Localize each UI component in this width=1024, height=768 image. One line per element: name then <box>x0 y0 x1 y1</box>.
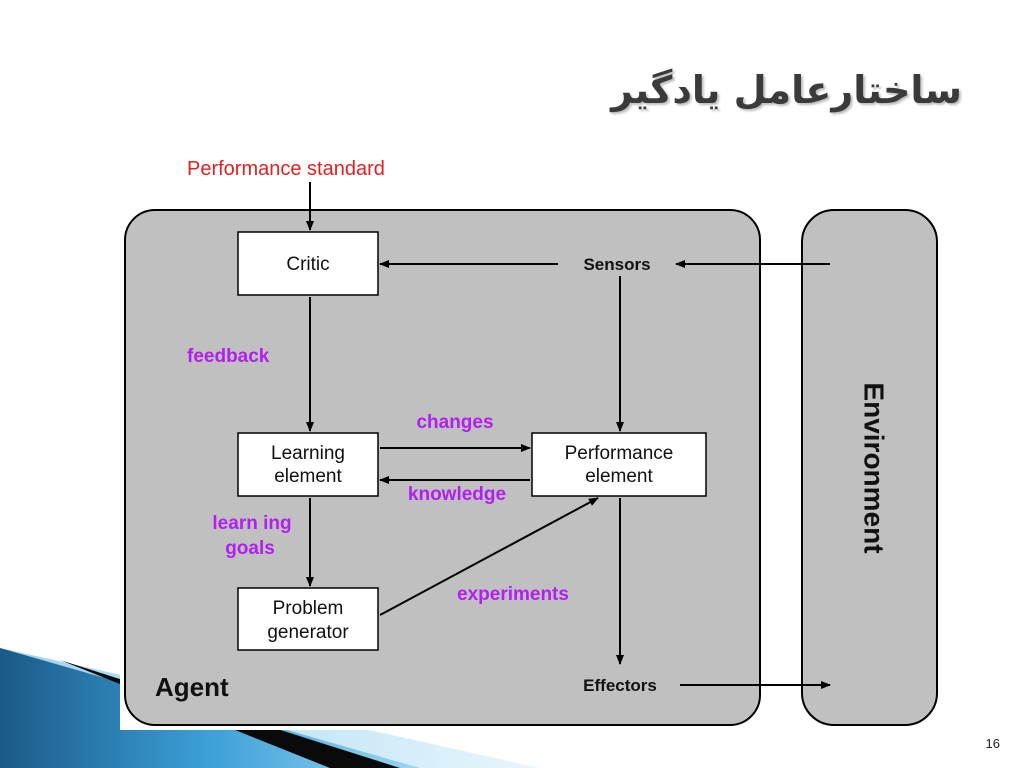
arrow-experiments <box>379 497 599 616</box>
learning-element-label-line2: element <box>274 466 342 487</box>
learning-element-label-line1: Learning <box>271 443 345 464</box>
learning-element-box <box>237 432 379 497</box>
learning-goals-label-line1: learn ing <box>212 513 291 534</box>
problem-generator-label-line2: generator <box>267 622 349 643</box>
experiments-label: experiments <box>457 584 569 605</box>
environment-panel <box>801 209 938 726</box>
effectors-label: Effectors <box>583 676 657 695</box>
performance-element-box <box>531 432 707 497</box>
slide-title: ساختارعامل یادگیر <box>611 68 962 112</box>
sensors-label: Sensors <box>583 255 650 274</box>
feedback-label: feedback <box>187 346 270 367</box>
critic-label: Critic <box>286 254 329 275</box>
performance-standard-label: Performance standard <box>187 158 385 180</box>
problem-generator-label-line1: Problem <box>273 598 344 619</box>
learning-goals-label-line2: goals <box>225 538 275 559</box>
performance-element-label-line1: Performance <box>565 443 674 464</box>
agent-label: Agent <box>155 672 229 702</box>
changes-label: changes <box>416 412 493 433</box>
page-number: 16 <box>985 736 1000 751</box>
knowledge-label: knowledge <box>408 484 506 505</box>
critic-box <box>237 231 379 296</box>
environment-label: Environment <box>859 382 890 553</box>
performance-element-label-line2: element <box>585 466 653 487</box>
problem-generator-box <box>237 587 379 651</box>
